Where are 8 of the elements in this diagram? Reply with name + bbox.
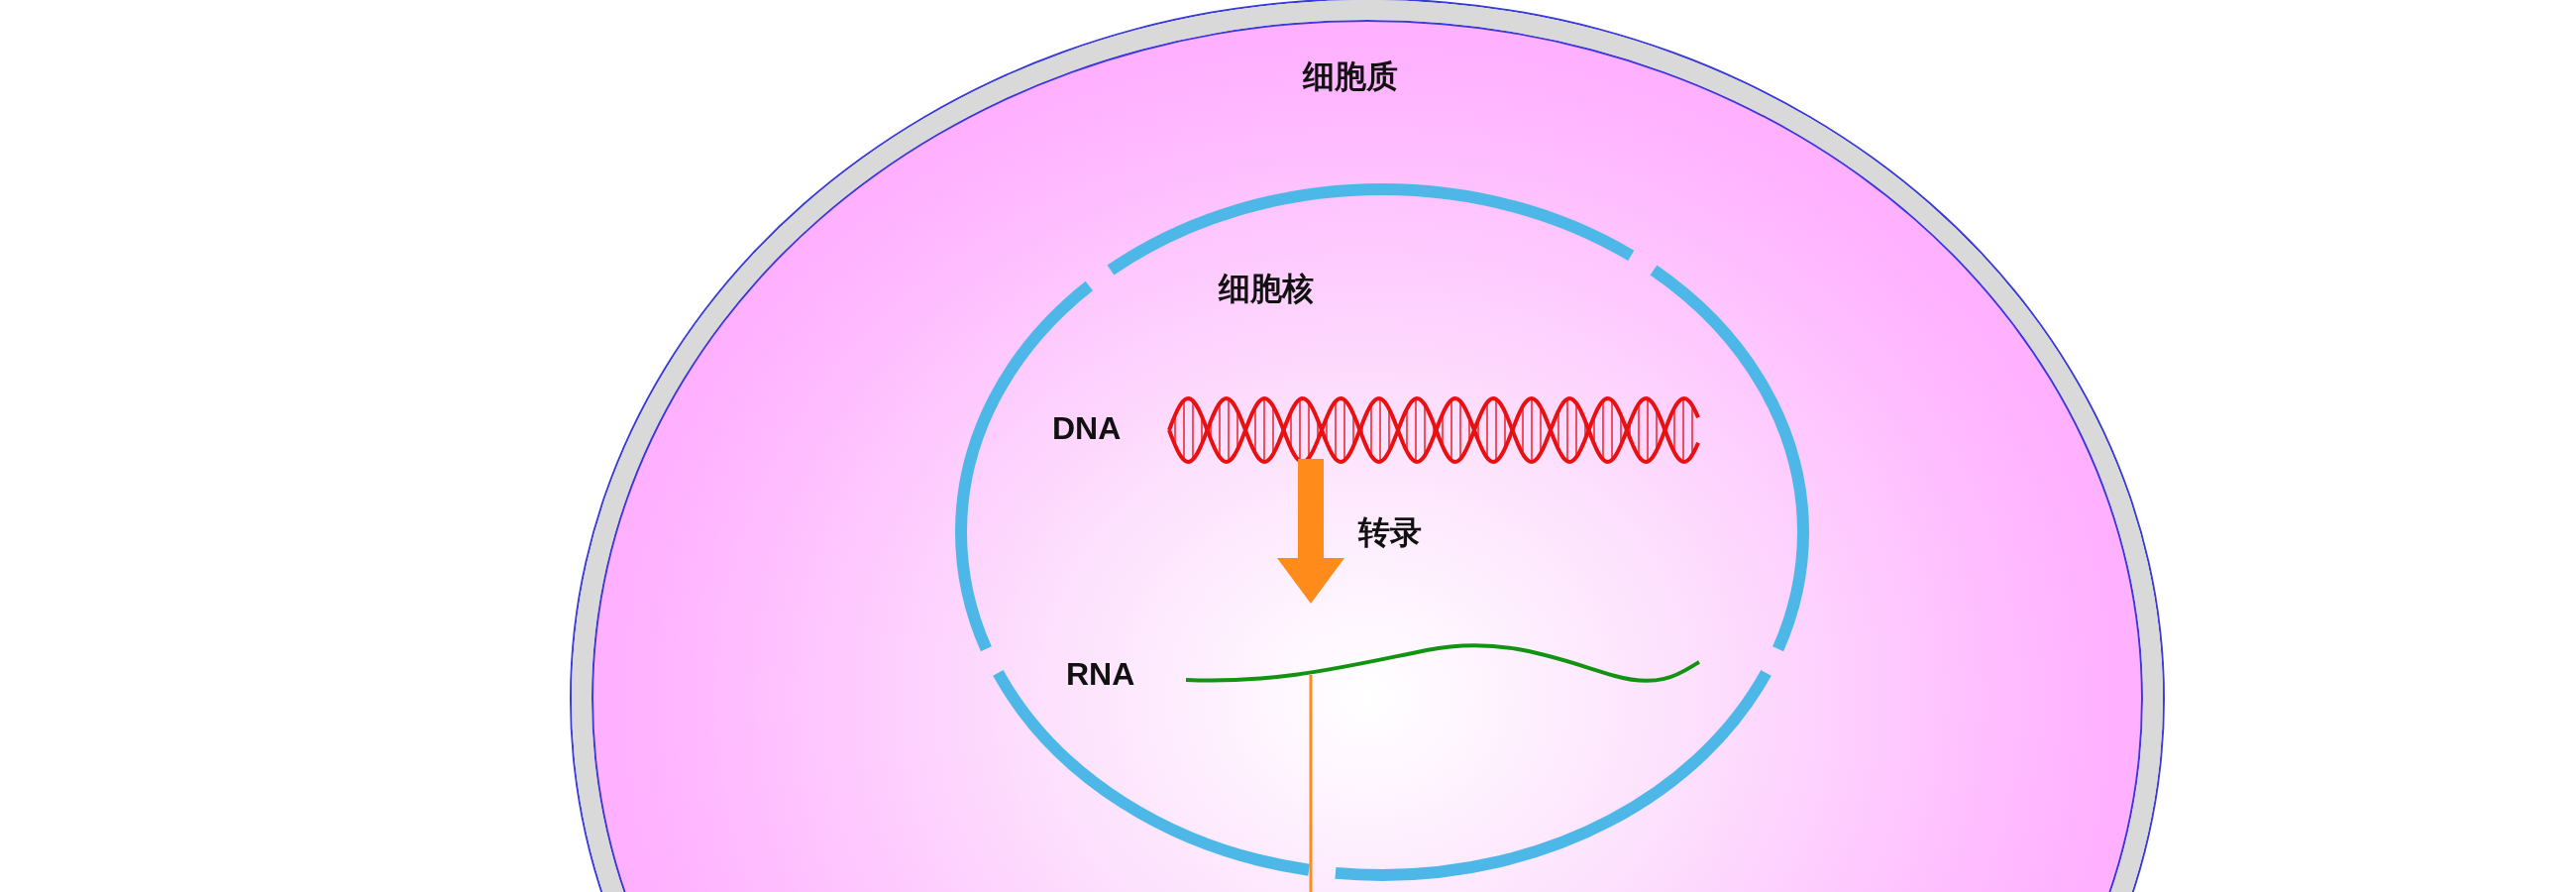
region-label: 细胞质 bbox=[1303, 57, 1398, 96]
nucleus-drawing bbox=[955, 183, 1809, 881]
region-label: 细胞核 bbox=[1219, 270, 1314, 308]
connector-line bbox=[1309, 675, 1313, 892]
molecule-label: DNA bbox=[1052, 410, 1122, 447]
edge-label: 转录 bbox=[1358, 513, 1422, 552]
molecule-label: RNA bbox=[1066, 656, 1135, 693]
block-arrow bbox=[1277, 459, 1344, 604]
